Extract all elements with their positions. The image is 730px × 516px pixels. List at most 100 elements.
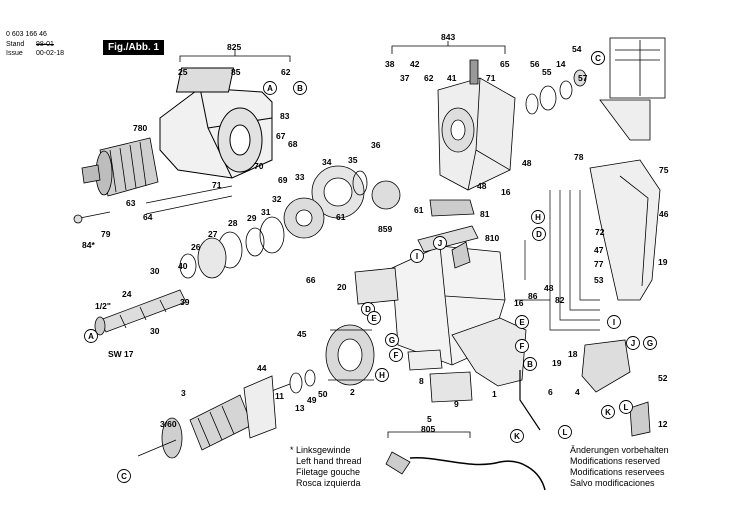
part-label-843: 843 — [441, 32, 456, 42]
wiring-schematic — [599, 37, 666, 141]
circle-marker-a2 — [84, 329, 98, 343]
part-label-55: 55 — [542, 67, 552, 77]
part-label-48c: 48 — [544, 283, 554, 293]
part-label-1: 1 — [492, 389, 497, 399]
part-label-71b: 71 — [486, 73, 496, 83]
drill-chuck — [81, 137, 159, 197]
part-label-52: 52 — [658, 373, 668, 383]
part-label-859: 859 — [378, 224, 393, 234]
part-label-19a: 19 — [658, 257, 668, 267]
figure-tag: Fig./Abb. 1 — [103, 40, 165, 55]
part-label-46: 46 — [659, 209, 669, 219]
part-label-805: 805 — [421, 424, 436, 434]
part-label-40: 40 — [178, 261, 188, 271]
circle-marker-label-i2: I — [613, 318, 615, 327]
part-label-16b: 16 — [514, 298, 524, 308]
note-thread-1: * Linksgewinde — [290, 445, 351, 455]
circle-marker-c2 — [117, 469, 131, 483]
circle-marker-d2 — [532, 227, 546, 241]
part-label-79: 79 — [101, 229, 111, 239]
spindle — [94, 289, 187, 336]
part-label-30a: 30 — [150, 266, 160, 276]
part-label-4: 4 — [575, 387, 580, 397]
note-mod-4: Salvo modificaciones — [570, 478, 655, 488]
circle-marker-label-a1: A — [267, 84, 273, 93]
part-label-48b: 48 — [522, 158, 532, 168]
part-label-12: 12 — [658, 419, 668, 429]
part-label-8: 8 — [419, 376, 424, 386]
circle-marker-label-b2: B — [527, 360, 533, 369]
part-label-19b: 19 — [552, 358, 562, 368]
upper-housing — [437, 59, 516, 191]
part-label-75: 75 — [659, 165, 669, 175]
circle-marker-label-h2: H — [535, 213, 541, 222]
part-label-3: 3 — [181, 388, 186, 398]
note-mod-2: Modifications reserved — [570, 456, 661, 466]
stand-value: 98-01 — [36, 41, 54, 48]
part-label-71: 71 — [212, 180, 222, 190]
label-plate-20 — [354, 267, 399, 305]
circle-marker-label-l1: L — [563, 428, 568, 437]
label-plate-9 — [429, 371, 473, 403]
note-mod-1: Änderungen vorbehalten — [570, 445, 669, 455]
gear-train — [179, 165, 401, 279]
part-label-48a: 48 — [477, 181, 487, 191]
bracket-843 — [391, 45, 506, 54]
part-label-26: 26 — [191, 242, 201, 252]
part-label-42: 42 — [410, 59, 420, 69]
circle-markers: ABCDEFGHIJKLABCDEFGHIJKLC — [84, 51, 657, 483]
circle-marker-j1 — [433, 236, 447, 250]
part-label-86: 86 — [528, 291, 538, 301]
circle-marker-label-c2: C — [121, 472, 127, 481]
part-label-49: 49 — [307, 395, 317, 405]
pistol-grip — [451, 317, 527, 387]
circle-marker-j2 — [626, 336, 640, 350]
part-label-780: 780 — [133, 123, 148, 133]
part-label-57: 57 — [578, 73, 588, 83]
circle-marker-g2 — [643, 336, 657, 350]
circle-marker-i2 — [607, 315, 621, 329]
wiring — [515, 190, 600, 331]
part-label-5: 5 — [427, 414, 432, 424]
part-label-72: 72 — [595, 227, 605, 237]
circle-marker-g1 — [385, 333, 399, 347]
part-label-810: 810 — [485, 233, 500, 243]
circle-marker-label-f2: F — [520, 342, 525, 351]
bracket-825 — [179, 55, 291, 62]
switch-block — [581, 339, 631, 393]
part-label-11: 11 — [275, 391, 284, 401]
bracket-805 — [387, 431, 471, 438]
circle-marker-label-j1: J — [438, 239, 442, 248]
part-label-37: 37 — [400, 73, 410, 83]
part-number: 0 603 166 46 — [6, 31, 47, 38]
part-label-64: 64 — [143, 212, 153, 222]
circle-marker-k2 — [601, 405, 615, 419]
circle-marker-l2 — [619, 400, 633, 414]
circle-marker-k1 — [510, 429, 524, 443]
part-label-84: 84* — [82, 240, 95, 250]
part-label-66: 66 — [306, 275, 316, 285]
circle-marker-h2 — [531, 210, 545, 224]
power-cable — [385, 370, 546, 491]
part-label-14: 14 — [556, 59, 566, 69]
circle-marker-e2 — [515, 315, 529, 329]
part-label-47: 47 — [594, 245, 604, 255]
part-label-62a: 62 — [281, 67, 291, 77]
stand-label: Stand — [6, 41, 25, 48]
label-plate-8 — [407, 349, 443, 371]
circle-marker-e1 — [367, 311, 381, 325]
part-label-68: 68 — [288, 139, 298, 149]
part-label-sw17: SW 17 — [108, 349, 134, 359]
circle-marker-a1 — [263, 81, 277, 95]
note-thread-4: Rosca izquierda — [296, 478, 361, 488]
part-label-77: 77 — [594, 259, 604, 269]
part-label-81: 81 — [480, 209, 490, 219]
circle-marker-label-a2: A — [88, 332, 94, 341]
part-label-36: 36 — [371, 140, 381, 150]
part-label-53: 53 — [594, 275, 604, 285]
part-label-44: 44 — [257, 363, 267, 373]
circle-marker-b2 — [523, 357, 537, 371]
part-label-33: 33 — [295, 172, 305, 182]
circle-marker-h1 — [375, 368, 389, 382]
